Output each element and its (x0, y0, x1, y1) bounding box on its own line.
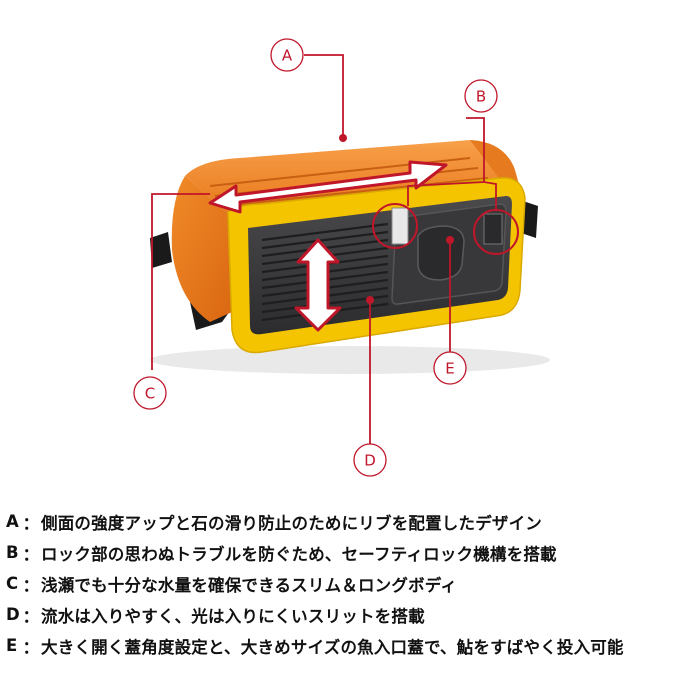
callout-a: A (270, 38, 304, 72)
caption-letter: D (6, 605, 20, 624)
caption-a: A ： 側面の強度アップと石の滑り防止のためにリブを配置したデザイン (6, 506, 696, 537)
box-right-edge (470, 140, 520, 188)
caption-letter: C (6, 574, 19, 593)
caption-text: 大きく開く蓋角度設定と、大きめサイズの魚入口蓋で、鮎をすばやく投入可能 (41, 637, 624, 657)
caption-text: 流水は入りやすく、光は入りにくいスリットを搭載 (41, 606, 425, 626)
caption-text: ロック部の思わぬトラブルを防ぐため、セーフティロック機構を搭載 (41, 544, 557, 564)
lock-highlight-left (372, 203, 418, 249)
callout-d: D (353, 443, 387, 477)
lock-latch-right (483, 213, 503, 245)
caption-d: D ： 流水は入りやすく、光は入りにくいスリットを搭載 (6, 599, 696, 630)
caption-e: E ： 大きく開く蓋角度設定と、大きめサイズの魚入口蓋で、鮎をすばやく投入可能 (6, 630, 696, 661)
caption-text: 側面の強度アップと石の滑り防止のためにリブを配置したデザイン (41, 513, 542, 533)
caption-separator: ： (22, 637, 40, 657)
height-arrow (294, 238, 342, 332)
svg-text:A: A (282, 47, 293, 65)
caption-separator: ： (22, 606, 40, 626)
caption-text: 浅瀬でも十分な水量を確保できるスリム＆ロングボディ (41, 575, 458, 595)
lock-latch (391, 207, 409, 245)
svg-text:B: B (476, 88, 486, 106)
caption-letter: B (6, 543, 19, 562)
callout-c: C (133, 376, 167, 410)
callout-e: E (433, 351, 467, 385)
caption-separator: ： (22, 575, 40, 595)
lid-handle (417, 225, 465, 281)
feature-captions: A ： 側面の強度アップと石の滑り防止のためにリブを配置したデザイン B ： ロ… (6, 506, 696, 661)
leader-dots (339, 134, 454, 304)
svg-text:E: E (445, 360, 454, 378)
leader-lines (151, 54, 497, 446)
box-left-side (171, 176, 240, 322)
length-arrow (208, 160, 448, 214)
caption-letter: A (6, 512, 19, 531)
caption-c: C ： 浅瀬でも十分な水量を確保できるスリム＆ロングボディ (6, 568, 696, 599)
caption-letter: E (6, 636, 18, 655)
product-illustration: A B C D E (133, 38, 550, 477)
caption-separator: ： (22, 513, 40, 533)
product-shadow (150, 346, 550, 374)
caption-separator: ： (22, 544, 40, 564)
svg-text:D: D (364, 452, 376, 470)
callout-b: B (464, 79, 498, 113)
svg-text:C: C (145, 385, 155, 403)
caption-b: B ： ロック部の思わぬトラブルを防ぐため、セーフティロック機構を搭載 (6, 537, 696, 568)
